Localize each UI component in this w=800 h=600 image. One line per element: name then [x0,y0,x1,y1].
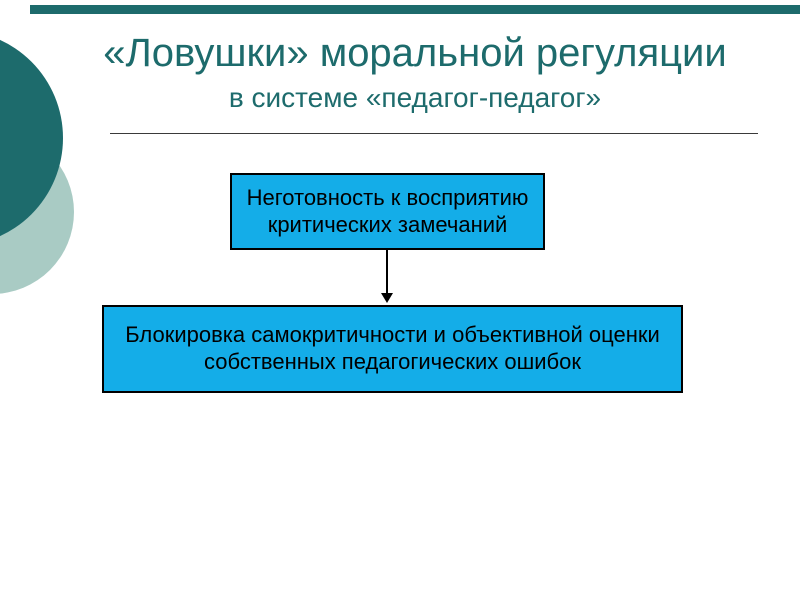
title-block: «Ловушки» моральной регуляции в системе … [45,30,785,114]
flowchart-box-bottom: Блокировка самокритичности и объективной… [102,305,683,393]
top-bar-decoration [30,5,800,14]
connector-line [386,250,388,295]
slide-subtitle: в системе «педагог-педагог» [228,82,602,113]
flowchart-box-top-label: Неготовность к восприятию критических за… [246,184,529,237]
title-divider [110,133,758,134]
flowchart-box-top: Неготовность к восприятию критических за… [230,173,545,250]
flowchart-box-bottom-label: Блокировка самокритичности и объективной… [125,322,660,374]
arrow-down-icon [381,293,393,303]
slide-title: «Ловушки» моральной регуляции [103,31,727,75]
